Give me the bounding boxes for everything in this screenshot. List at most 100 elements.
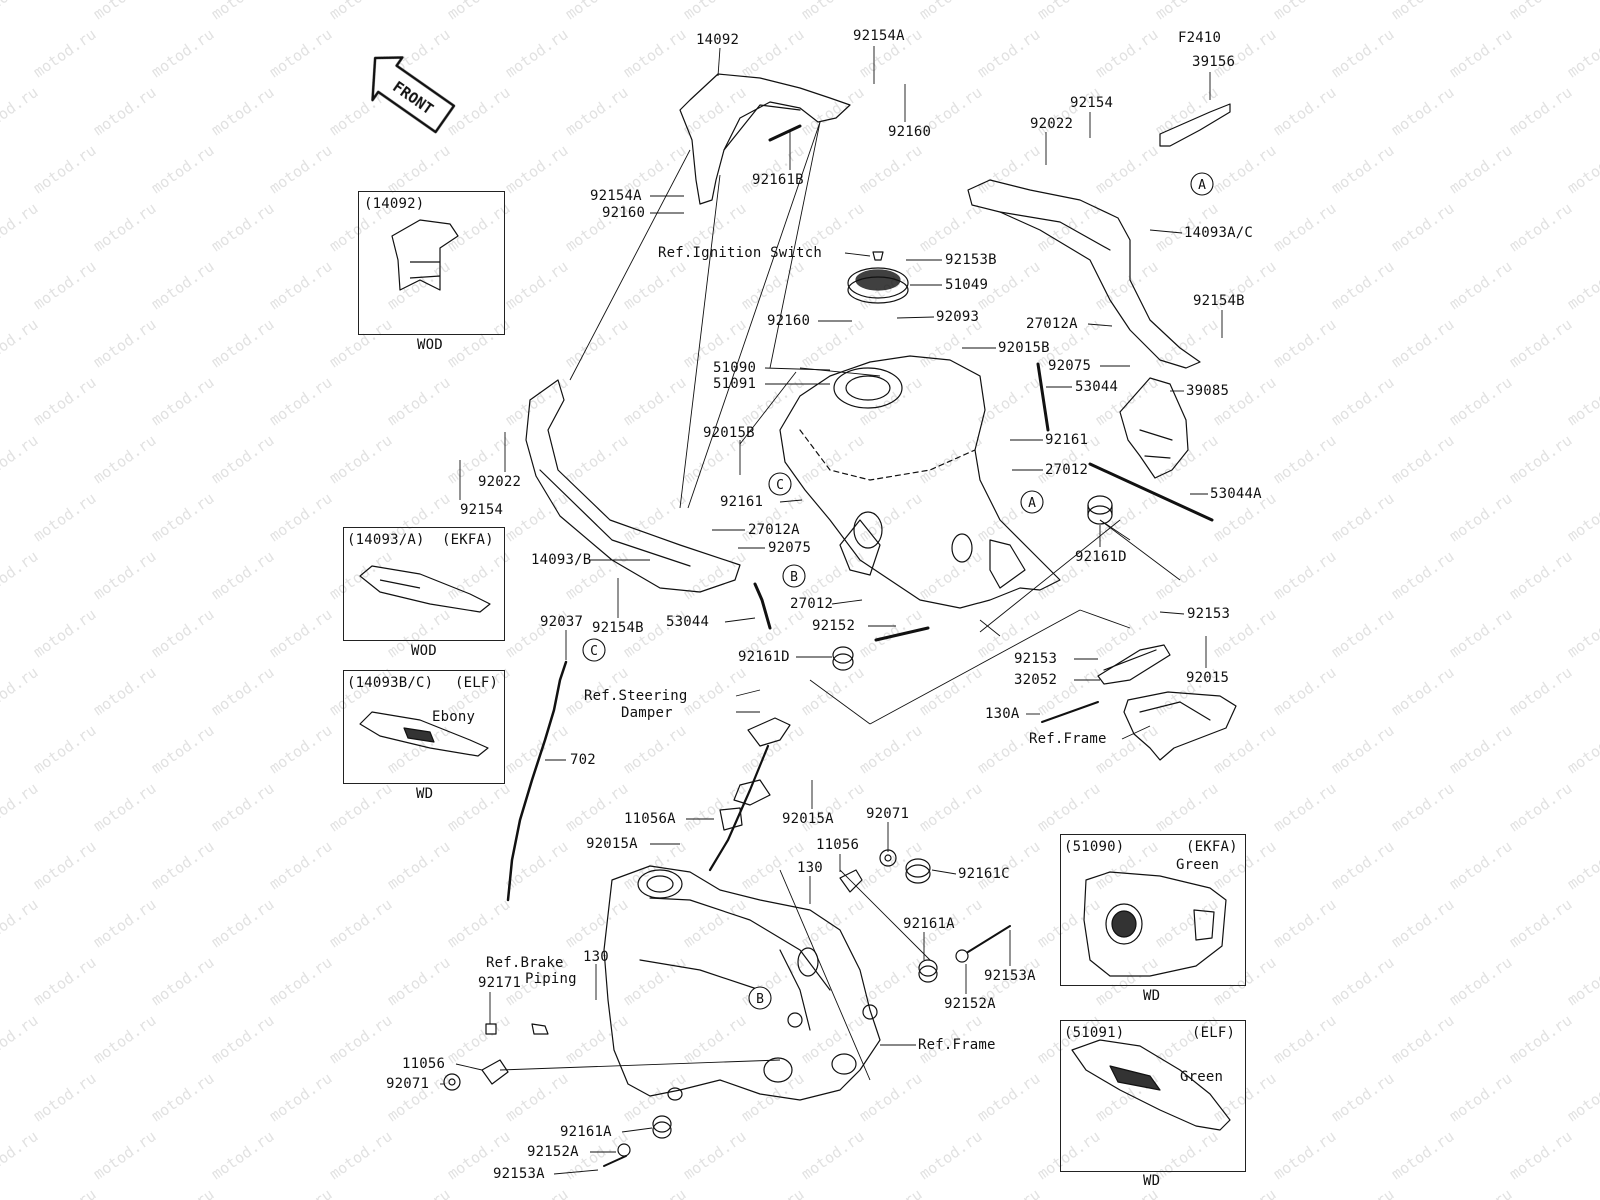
leader-line [1149,229,1183,234]
watermark-text: motod.ru [148,373,218,429]
watermark-text: motod.ru [974,25,1044,81]
part-label-92161: 92161 [720,494,764,510]
watermark-text: motod.ru [1446,1185,1516,1200]
part-label-92160: 92160 [888,124,932,140]
watermark-text: motod.ru [1506,663,1576,719]
watermark-text: motod.ru [30,141,100,197]
watermark-text: motod.ru [798,663,868,719]
watermark-text: motod.ru [1210,141,1280,197]
inset-sketch-51090 [1083,871,1227,977]
watermark-text: motod.ru [502,1185,572,1200]
part-label-92161b: 92161B [752,172,804,188]
watermark-text: motod.ru [798,1127,868,1183]
part-label-27012a: 27012A [1026,316,1078,332]
ref-circle-letter: A [1028,496,1036,511]
ref-circle-shape [748,986,772,1010]
watermark-text: motod.ru [0,1127,41,1183]
watermark-text: motod.ru [444,83,514,139]
watermark-text: motod.ru [1270,1011,1340,1067]
inset-title-14093bc: (14093B/C) [347,675,434,691]
damper-92161d-upper [1087,495,1113,525]
watermark-text: motod.ru [620,953,690,1009]
ref-circle-letter: C [590,644,598,659]
watermark-text: motod.ru [208,0,278,23]
leader-line [931,869,957,875]
part-label-11056: 11056 [402,1056,446,1072]
inset-tag-14093bc: (ELF) [455,675,499,691]
watermark-text: motod.ru [1388,0,1458,23]
inset-tag-51091: (ELF) [1192,1025,1236,1041]
watermark-text: motod.ru [1446,141,1516,197]
watermark-text: motod.ru [916,199,986,255]
part-label-92154b: 92154B [592,620,644,636]
leader-line [724,617,756,623]
watermark-text: motod.ru [1270,1127,1340,1183]
part-label-53044a: 53044A [1210,486,1262,502]
watermark-text: motod.ru [148,605,218,661]
watermark-text: motod.ru [444,895,514,951]
inset-note-51091: Green [1180,1069,1224,1085]
ref-circle-shape [1190,172,1214,196]
ignition-bolt [872,251,884,261]
diagram-code: F2410 [1178,30,1222,46]
watermark-text: motod.ru [148,257,218,313]
part-label-130: 130 [797,860,823,876]
ref-circle-b: B [748,986,772,1010]
watermark-text: motod.ru [798,895,868,951]
ref-circle-letter: B [756,992,764,1007]
watermark-text: motod.ru [1152,779,1222,835]
watermark-text: motod.ru [1388,431,1458,487]
watermark-text: motod.ru [620,257,690,313]
watermark-text: motod.ru [1564,25,1600,81]
clamp-piping [531,1023,549,1035]
watermark-text: motod.ru [916,547,986,603]
watermark-text: motod.ru [1328,1069,1398,1125]
watermark-text: motod.ru [856,953,926,1009]
watermark-text: motod.ru [1446,953,1516,1009]
watermark-text: motod.ru [1328,605,1398,661]
watermark-text: motod.ru [326,1127,396,1183]
watermark-text: motod.ru [444,779,514,835]
watermark-text: motod.ru [30,1185,100,1200]
watermark-text: motod.ru [1388,315,1458,371]
watermark-text: motod.ru [562,895,632,951]
part-label-92161d: 92161D [1075,549,1127,565]
part-label-92015a: 92015A [782,811,834,827]
part-label-92160: 92160 [602,205,646,221]
watermark-text: motod.ru [148,141,218,197]
watermark-text: motod.ru [384,373,454,429]
watermark-text: motod.ru [0,315,41,371]
watermark-text: motod.ru [620,1069,690,1125]
watermark-text: motod.ru [974,1069,1044,1125]
part-label-14092: 14092 [696,32,740,48]
frame-piece-right [1123,691,1237,761]
watermark-text: motod.ru [798,431,868,487]
watermark-text: motod.ru [680,547,750,603]
strip-53044a [1088,462,1214,522]
watermark-text: motod.ru [916,663,986,719]
leader-line [1159,611,1185,615]
watermark-text: motod.ru [0,895,41,951]
watermark-text: motod.ru [30,373,100,429]
part-label-92022: 92022 [478,474,522,490]
part-label-92075: 92075 [1048,358,1092,374]
watermark-text: motod.ru [208,199,278,255]
watermark-text: motod.ru [0,547,41,603]
inset-note-14093bc: Ebony [432,709,476,725]
watermark-text: motod.ru [562,431,632,487]
watermark-text: motod.ru [90,83,160,139]
part-label-92153a: 92153A [493,1166,545,1182]
watermark-text: motod.ru [974,721,1044,777]
bolt-130a [1041,701,1099,723]
inset-sketch-14093a [359,565,491,613]
leader-line [455,1063,483,1071]
part-label-92161: 92161 [1045,432,1089,448]
strip-53044 [1036,362,1050,432]
watermark-text: motod.ru [1506,547,1576,603]
inset-sketch-51091 [1071,1039,1231,1131]
watermark-text: motod.ru [680,1127,750,1183]
part-label-11056a: 11056A [624,811,676,827]
inset-sketch-14093bc [359,711,489,757]
part-label-ref-steering: Ref.Steering [584,688,688,704]
watermark-text: motod.ru [326,0,396,23]
